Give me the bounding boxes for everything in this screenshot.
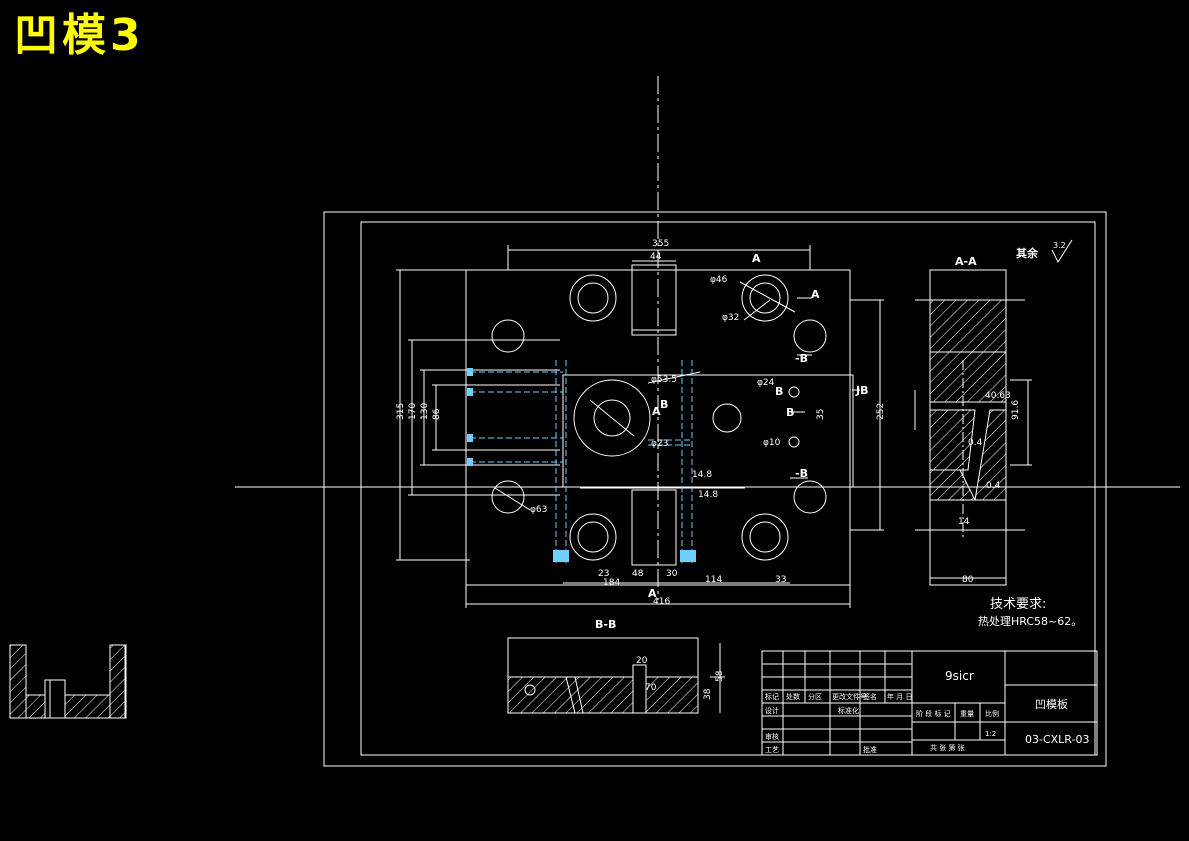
dim-14b: 14.8 (698, 490, 718, 500)
dim-b114: 114 (705, 575, 722, 585)
main-plate-outline (465, 269, 851, 586)
aa-dim-6: 0.4 (986, 481, 1001, 491)
cavity-block-outline (562, 374, 854, 488)
dim-v35: 35 (816, 409, 826, 420)
tb-material: 9sicr (945, 669, 974, 683)
bb-dim-3: 38 (703, 688, 713, 700)
section-label-jb: JB (855, 384, 868, 397)
tb-mark: 标记 (765, 692, 779, 701)
dim-b184: 184 (603, 578, 620, 588)
tb-approve: 批准 (863, 745, 877, 754)
tb-drawing-no: 03-CXLR-03 (1025, 733, 1089, 746)
tb-stage: 阶 段 标 记 (916, 709, 951, 718)
dim-14a: 14.8 (692, 470, 712, 480)
section-label-a-top: A (752, 252, 761, 265)
tb-std: 标准化 (838, 706, 859, 715)
tb-check: 审核 (765, 732, 779, 741)
tb-part-name: 凹模板 (1035, 697, 1068, 711)
sheet-outer-border (323, 211, 1107, 767)
dim-h86: 86 (432, 408, 442, 420)
view-label-bb: B-B (595, 618, 616, 631)
dim-d10: φ10 (763, 438, 781, 448)
screw-hole-3 (491, 480, 525, 514)
bb-dim-4: 70 (645, 683, 657, 693)
dim-d24: φ24 (757, 378, 775, 388)
dim-h252: 252 (876, 403, 886, 420)
section-label-a-bottom: A (648, 587, 657, 600)
sheet-inner-border (360, 221, 1096, 756)
view-label-aa: A-A (955, 255, 977, 268)
surface-rest-label: 其余 (1016, 246, 1039, 260)
roughness-value: 3.2 (1053, 241, 1066, 250)
tb-ratio: 比例 (985, 709, 999, 718)
dim-b33: 33 (775, 575, 786, 585)
dim-b30: 30 (666, 569, 678, 579)
section-label-b-left: B (660, 398, 668, 411)
dim-b23: 23 (598, 569, 609, 579)
dim-d32: φ32 (722, 313, 739, 323)
dim-h130: 130 (420, 403, 430, 420)
tech-heading: 技术要求: (990, 597, 1046, 612)
dim-h315: 315 (396, 403, 406, 420)
tb-count: 处数 (786, 692, 800, 701)
dim-top-small: 44 (650, 252, 662, 262)
tb-sheets: 共 张 第 张 (930, 743, 965, 752)
aa-dim-1: 40.63 (985, 391, 1011, 401)
section-label-b-right: B (775, 385, 783, 398)
tb-docno: 更改文件号 (832, 692, 867, 701)
aa-dim-3: 0.4 (968, 438, 983, 448)
dim-d63: φ63 (530, 505, 547, 515)
dim-top-overall: 355 (652, 239, 669, 249)
tb-design: 设计 (765, 706, 779, 715)
tech-line1: 热处理HRC58~62。 (978, 615, 1082, 628)
tb-sign: 签名 (863, 692, 877, 701)
section-label-a-side: A (811, 288, 820, 301)
guide-hole-tr (741, 274, 789, 322)
dim-h170: 170 (408, 403, 418, 420)
guide-hole-br (741, 513, 789, 561)
tb-date: 年 月 日 (887, 692, 912, 701)
dim-d53: φ53.5 (651, 375, 677, 385)
aa-dim-2: 91.6 (1011, 400, 1021, 420)
dim-d23: φ23 (651, 439, 668, 449)
cavity-hole-inner (593, 399, 631, 437)
section-label-b-tag2: -B (795, 467, 808, 480)
dim-w80: 80 (962, 575, 974, 585)
cavity-hole-outer (573, 379, 651, 457)
tb-proc: 工艺 (765, 746, 779, 754)
dim-b48: 48 (632, 569, 644, 579)
slide-title: 凹模3 (14, 10, 145, 61)
dim-d46: φ46 (710, 275, 728, 285)
roughness-symbol (1051, 239, 1073, 264)
tb-weight: 重量 (960, 710, 974, 718)
tb-scale: 1:2 (985, 730, 996, 738)
dim-b416: 416 (653, 597, 670, 607)
section-label-b-tag1: -B (795, 352, 808, 365)
screw-hole-2 (793, 319, 827, 353)
guide-hole-tl (569, 274, 617, 322)
section-label-b2: B (786, 406, 794, 419)
guide-hole-bl (569, 513, 617, 561)
screw-hole-4 (793, 480, 827, 514)
screw-hole-1 (491, 319, 525, 353)
bb-dim-2: 58 (715, 670, 725, 682)
aa-dim-4: 14 (958, 517, 970, 527)
tb-zone: 分区 (808, 692, 822, 701)
section-label-a-mid: A (652, 405, 661, 418)
bb-dim-1: 20 (636, 656, 648, 666)
